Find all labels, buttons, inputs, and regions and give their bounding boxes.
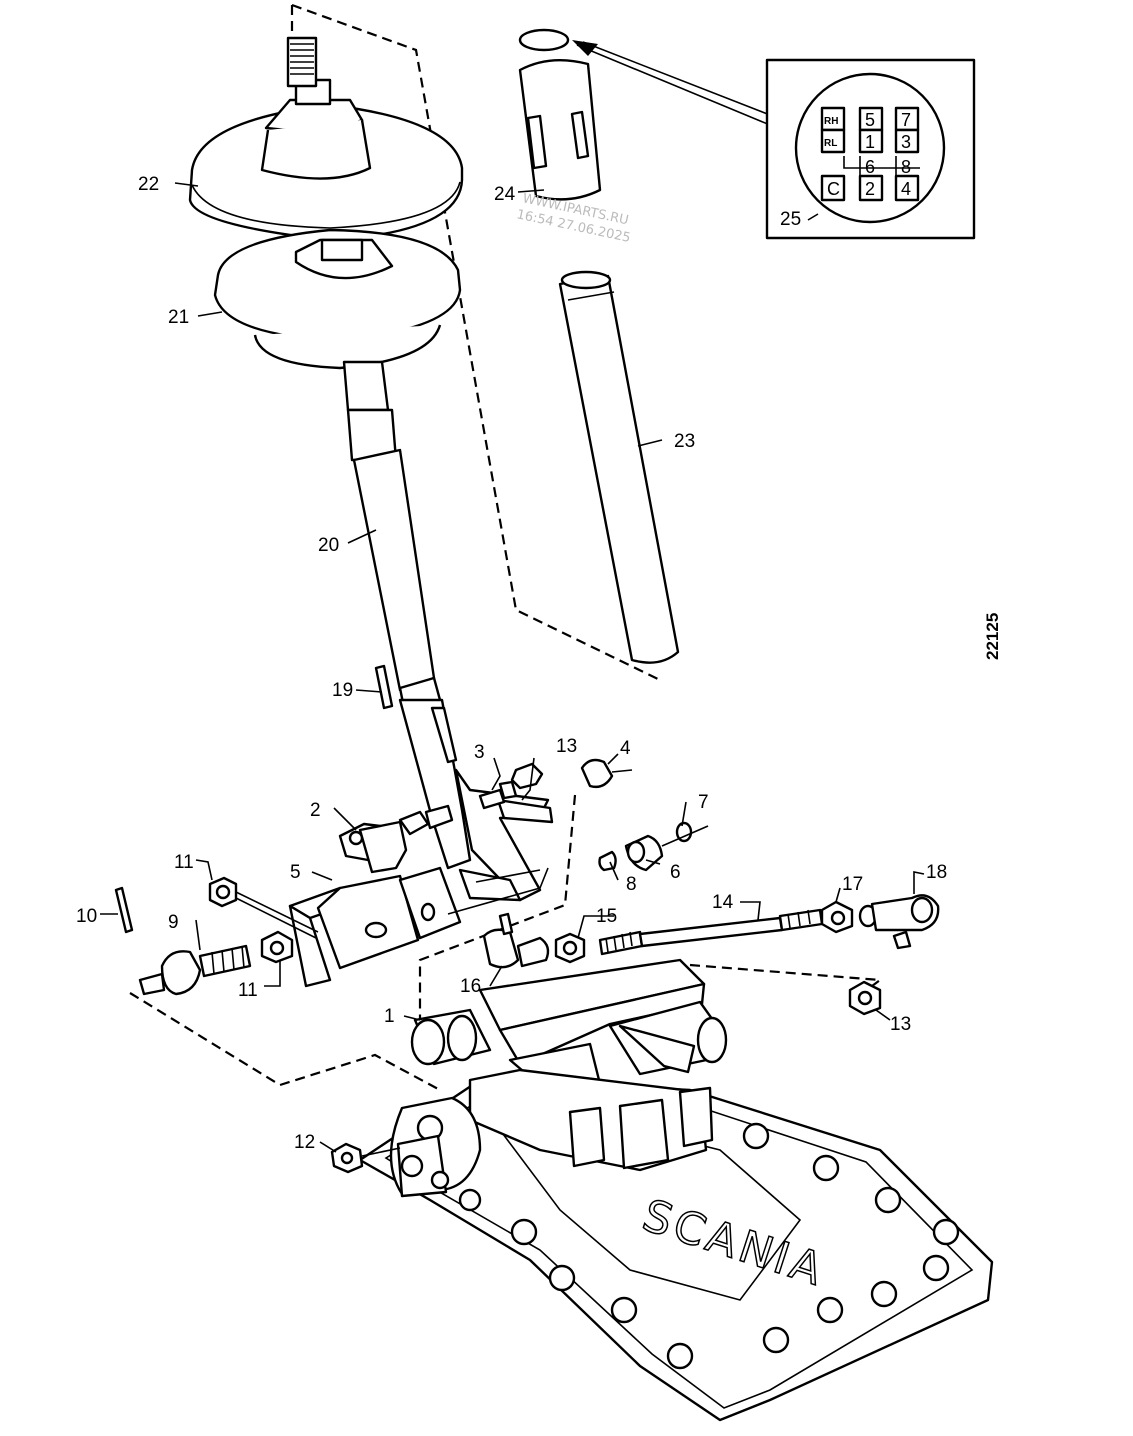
callout-11-top: 11: [174, 852, 194, 873]
gear-label-c: C: [827, 179, 840, 199]
callout-8: 8: [626, 874, 637, 895]
callout-12: 12: [294, 1132, 315, 1153]
callout-16: 16: [460, 976, 481, 997]
callout-13-bottom: 13: [890, 1014, 911, 1035]
callout-leaders: [100, 182, 925, 1153]
callout-25: 25: [780, 209, 801, 230]
callout-19: 19: [332, 680, 353, 701]
gear-label-5: 5: [865, 110, 875, 130]
gear-label-rh: RH: [824, 116, 838, 127]
callout-22: 22: [138, 174, 159, 195]
part-20-lower-lever: [342, 360, 442, 710]
callout-1: 1: [384, 1006, 395, 1027]
part-12-nut: [330, 1142, 401, 1174]
part-1-selector-housing: [410, 958, 728, 1118]
callout-10: 10: [76, 906, 97, 927]
part-9-ball-joint: [138, 930, 294, 996]
gear-label-6: 6: [865, 157, 875, 177]
part-5-pivot-bracket: [288, 866, 549, 988]
gear-label-8: 8: [901, 157, 911, 177]
part-16-ball-socket: [482, 912, 586, 969]
gear-pattern-pointer: [572, 40, 771, 126]
part-14-adjusting-rod: [598, 894, 940, 956]
part-23-upper-lever: [558, 270, 680, 664]
callout-13-top: 13: [556, 736, 577, 757]
part-22-upper-gaiter: [188, 36, 464, 242]
gear-grid: RH RL 5 7 1 3 6 8 2 4 C: [820, 106, 920, 202]
callout-20: 20: [318, 535, 339, 556]
gear-label-4: 4: [901, 179, 911, 199]
housing-bolts: [458, 1122, 960, 1370]
part-24-gear-knob: [518, 28, 602, 201]
part-21-lower-gaiter: [213, 228, 462, 370]
callout-11-bottom: 11: [238, 980, 258, 1001]
callout-labels: 22 21 20 23 24 25 19 3 13 4 2 5 11 6 7 8…: [76, 174, 947, 1153]
gear-label-3: 3: [901, 132, 911, 152]
part-10-screw: [114, 886, 134, 934]
part-13-lower-nut: [848, 980, 882, 1016]
callout-24: 24: [494, 184, 516, 205]
callout-21: 21: [168, 307, 189, 328]
bracket-fasteners: [338, 758, 633, 874]
callout-17: 17: [842, 874, 863, 895]
gear-label-1: 1: [865, 132, 875, 152]
lever-bracket: [398, 698, 554, 902]
callout-15: 15: [596, 906, 617, 927]
callout-9: 9: [168, 912, 179, 933]
callout-18: 18: [926, 862, 947, 883]
drawing-number: 22125: [983, 613, 1002, 660]
gear-label-rl: RL: [824, 138, 837, 149]
callout-3: 3: [474, 742, 485, 763]
callout-14: 14: [712, 892, 734, 913]
callout-7: 7: [698, 792, 709, 813]
callout-4: 4: [620, 738, 631, 759]
callout-6: 6: [670, 862, 681, 883]
callout-2: 2: [310, 800, 321, 821]
part-19-pin: [374, 664, 394, 710]
callout-5: 5: [290, 862, 301, 883]
gear-label-2: 2: [865, 179, 875, 199]
gear-label-7: 7: [901, 110, 911, 130]
part-11-upper-nut: [208, 876, 319, 939]
callout-23: 23: [674, 431, 695, 452]
part-25-gear-pattern-plate: RH RL 5 7 1 3 6 8 2 4 C: [765, 58, 976, 240]
